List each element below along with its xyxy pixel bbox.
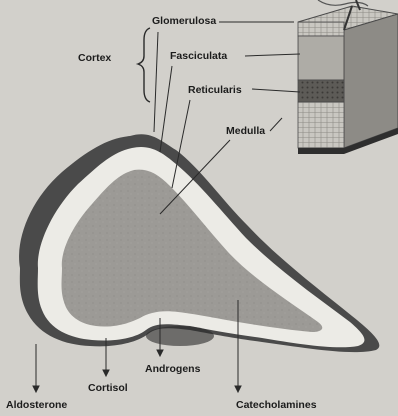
cortex-brace: [138, 28, 150, 102]
fasciculata-layer: [298, 36, 344, 80]
fasciculata-pointer: [160, 66, 172, 152]
reticularis-label: Reticularis: [188, 84, 242, 96]
medulla-layer: [298, 102, 344, 148]
reticularis-layer: [298, 80, 344, 102]
adrenal-gland: [19, 134, 379, 352]
fasciculata-leader: [245, 54, 300, 56]
medulla-leader: [270, 118, 282, 131]
glomerulosa-layer: [298, 22, 344, 36]
fasciculata-label: Fasciculata: [170, 50, 227, 62]
bracket-decoration: [318, 0, 368, 6]
tissue-block-side: [344, 14, 398, 148]
catecholamines-label: Catecholamines: [236, 399, 317, 411]
cortex-label: Cortex: [78, 52, 111, 64]
medulla-label: Medulla: [226, 125, 265, 137]
androgens-arrowhead: [157, 350, 163, 356]
catecholamines-arrowhead: [235, 386, 241, 392]
aldosterone-arrowhead: [33, 386, 39, 392]
cortisol-label: Cortisol: [88, 382, 128, 394]
gland-shadow: [146, 326, 214, 346]
tissue-block: [298, 0, 398, 154]
cortisol-arrowhead: [103, 370, 109, 376]
aldosterone-label: Aldosterone: [6, 399, 67, 411]
reticularis-leader: [252, 89, 300, 92]
glomerulosa-label: Glomerulosa: [152, 15, 216, 27]
glomerulosa-pointer: [154, 32, 158, 132]
androgens-label: Androgens: [145, 363, 200, 375]
